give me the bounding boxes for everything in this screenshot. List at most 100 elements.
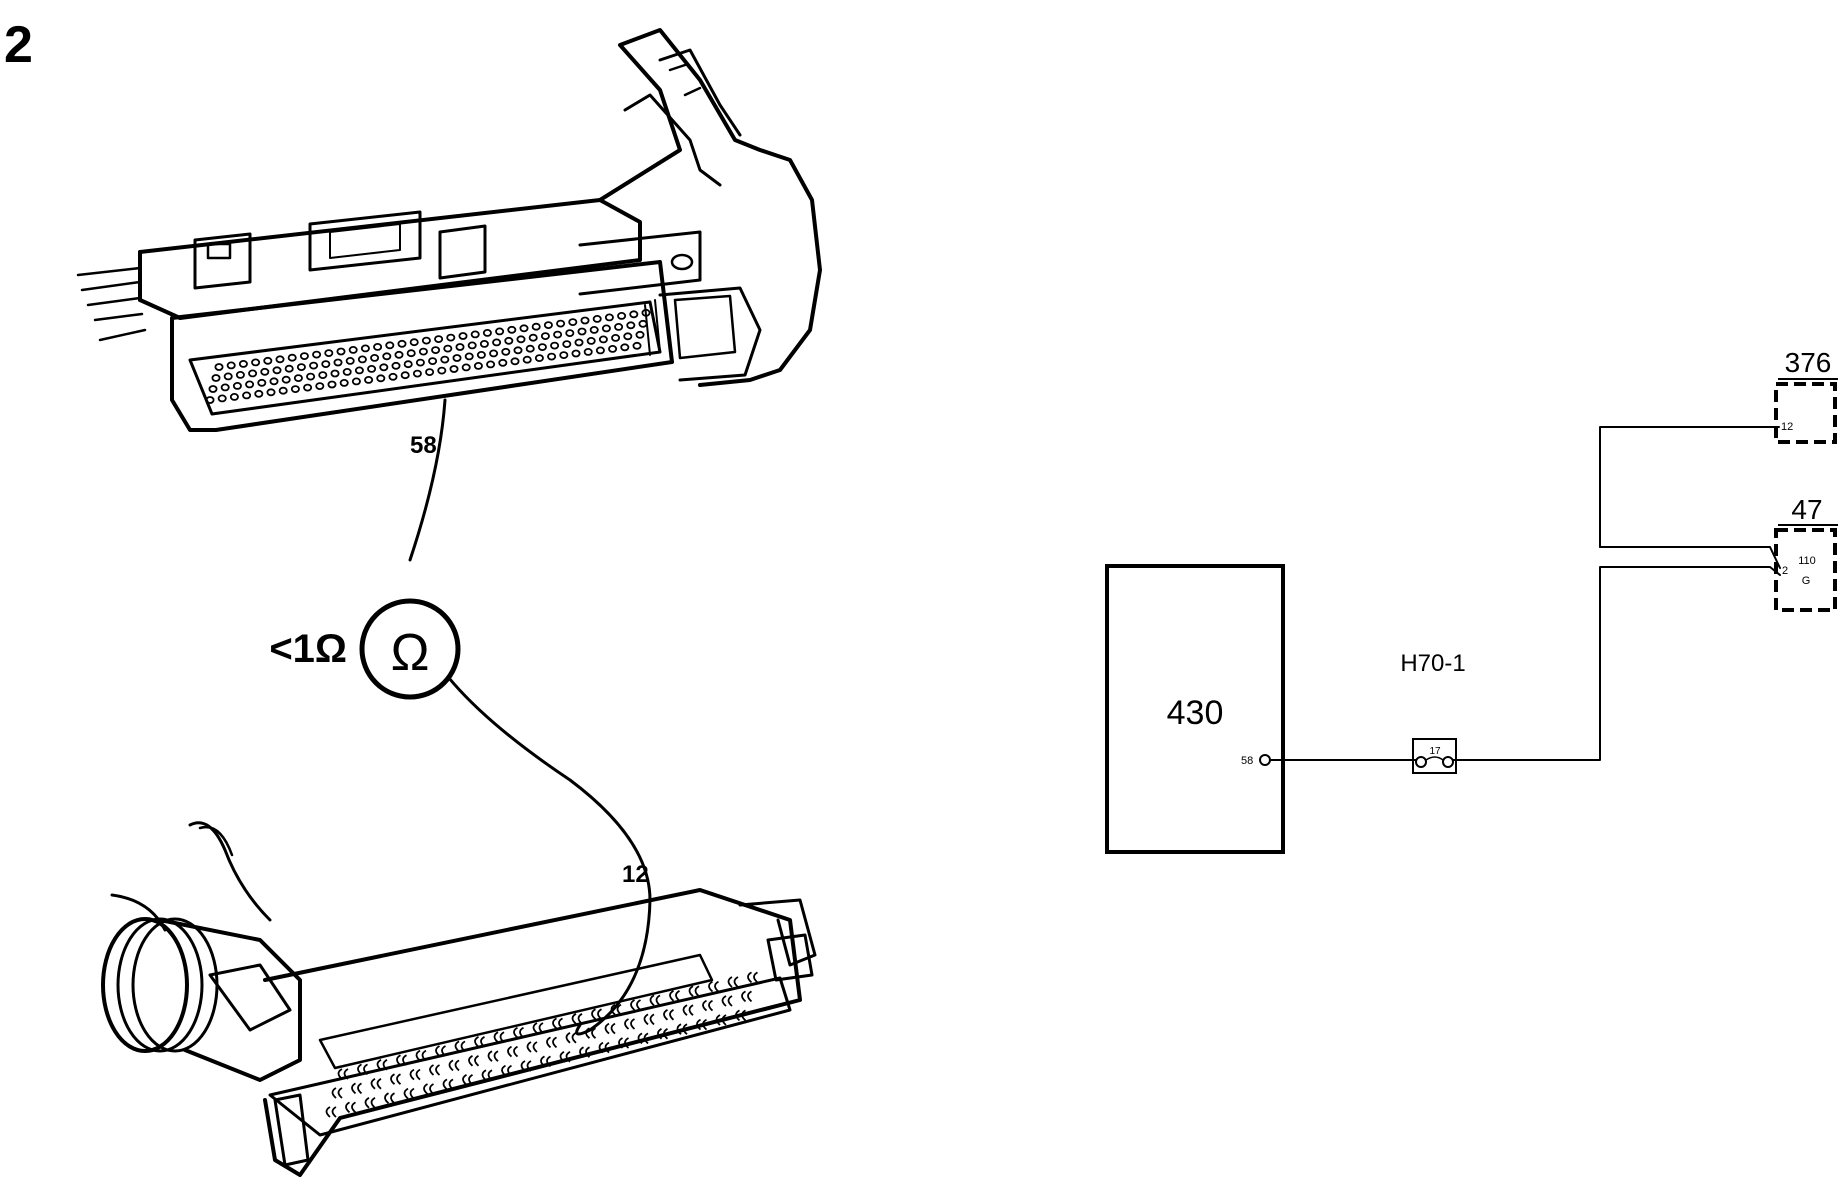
pin-socket [462, 1074, 474, 1086]
pin-hole [519, 324, 529, 333]
pin-hole [534, 354, 544, 363]
pin-socket [423, 1083, 435, 1095]
pin-hole [254, 389, 264, 398]
harness-connector-drawing [101, 821, 817, 1177]
pin-hole [501, 347, 511, 356]
pin-hole [409, 338, 419, 347]
harness-connector-pins [325, 971, 759, 1118]
pin-hole [348, 345, 358, 354]
pin-hole [540, 332, 550, 341]
pin-hole [507, 325, 517, 334]
component-47-box [1774, 528, 1837, 612]
pin-hole [318, 371, 328, 380]
pin-socket [559, 1051, 571, 1063]
pin-socket [487, 1050, 499, 1062]
pin-hole [211, 374, 221, 382]
component-47-pin-left: 2 [1782, 565, 1788, 577]
pin-socket [696, 1018, 708, 1031]
pin-hole [269, 377, 279, 386]
pin-hole [598, 335, 608, 344]
connector-label: H70-1 [1400, 650, 1465, 677]
pin-hole [385, 341, 395, 350]
pin-hole [293, 374, 303, 383]
pin-hole [449, 365, 459, 373]
probe-a-pin-label: 58 [410, 432, 437, 459]
pin-hole [513, 346, 523, 355]
pin-hole [242, 391, 252, 400]
pin-hole [577, 327, 587, 336]
pin-hole [601, 324, 611, 333]
pin-hole [583, 347, 593, 356]
pin-socket [565, 1032, 577, 1044]
pin-hole [464, 352, 474, 361]
pin-socket [351, 1082, 363, 1095]
ecu-label: 430 [1167, 694, 1224, 732]
ecu-pin-terminal [1259, 754, 1271, 766]
pin-socket [435, 1045, 447, 1057]
pin-hole [550, 341, 560, 350]
pin-hole [620, 343, 630, 352]
pin-hole [364, 375, 374, 384]
pin-hole [367, 364, 377, 373]
pin-hole [336, 347, 346, 356]
pin-hole [638, 319, 648, 328]
pin-socket [676, 1023, 688, 1035]
pin-socket [429, 1064, 441, 1076]
pin-hole [543, 321, 553, 330]
pin-hole [251, 358, 261, 367]
pin-hole [245, 380, 255, 389]
pin-hole [220, 383, 230, 392]
pin-hole [428, 357, 438, 366]
pin-socket [735, 1009, 747, 1022]
pin-hole [312, 350, 322, 359]
ohmmeter-symbol: Ω [391, 624, 430, 682]
schematic: 430 58 H70-1 17 376 12 47 2 110 G [1105, 347, 1838, 854]
pin-socket [610, 1003, 622, 1016]
pin-socket [526, 1041, 538, 1053]
pin-socket [682, 1004, 694, 1016]
pin-hole [574, 338, 584, 347]
pin-socket [481, 1069, 493, 1081]
pin-hole [476, 350, 486, 359]
resistance-reading: <1Ω [269, 627, 347, 671]
pin-hole [260, 367, 270, 376]
pin-socket [618, 1037, 630, 1049]
pin-hole [397, 339, 407, 348]
pin-hole [333, 358, 343, 367]
pin-hole [388, 372, 398, 381]
pin-hole [440, 355, 450, 364]
pin-hole [345, 356, 355, 365]
pin-hole [611, 333, 621, 342]
pin-hole [357, 355, 367, 364]
pin-hole [309, 361, 319, 370]
ohmmeter-icon [359, 598, 461, 700]
pin-socket [532, 1022, 544, 1034]
pin-socket [384, 1092, 396, 1104]
ecu-connector-pins [205, 308, 651, 404]
pin-hole [275, 355, 285, 364]
pin-hole [473, 361, 483, 370]
pin-hole [479, 339, 489, 348]
pin-hole [296, 363, 306, 372]
pin-socket [454, 1040, 466, 1053]
pin-hole [495, 327, 505, 336]
pin-socket [345, 1101, 357, 1114]
ecu-pin-label: 58 [1241, 755, 1253, 767]
pin-hole [208, 385, 218, 393]
pin-hole [452, 354, 462, 362]
pin-hole [467, 341, 477, 350]
pin-hole [214, 363, 224, 371]
pin-hole [443, 344, 453, 353]
pin-socket [598, 1041, 610, 1054]
pin-socket [552, 1017, 564, 1030]
pin-hole [510, 357, 520, 366]
pin-socket [747, 971, 759, 984]
pin-socket [364, 1097, 376, 1109]
pin-socket [468, 1055, 480, 1067]
pin-hole [431, 346, 441, 355]
test-leads [408, 398, 652, 1036]
pin-socket [721, 995, 733, 1007]
pin-socket [708, 980, 720, 993]
component-376-pin: 12 [1781, 421, 1793, 433]
